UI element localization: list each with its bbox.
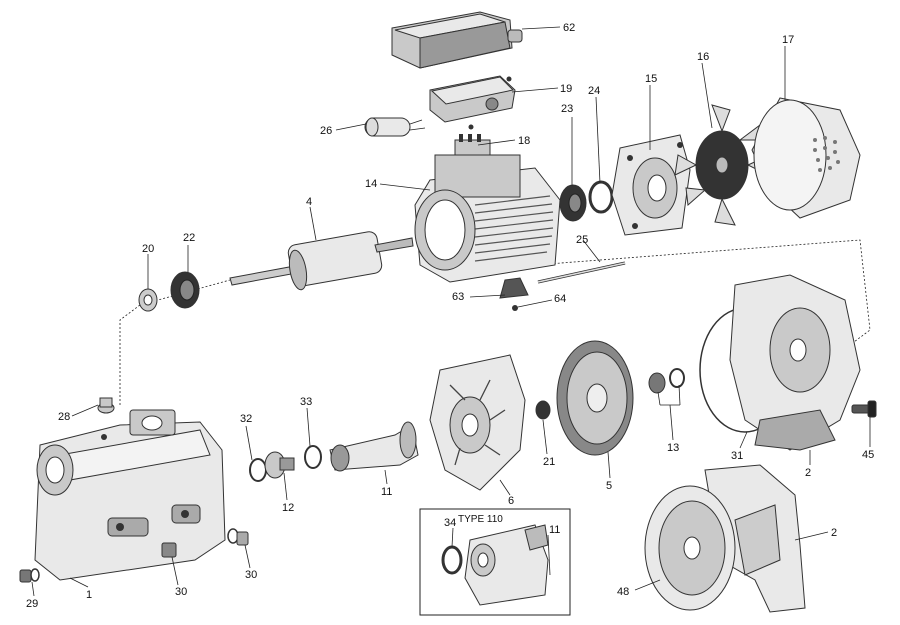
part-25-tie-rod: [537, 261, 626, 284]
part-18-terminal-block: [454, 134, 491, 157]
cooling-fins: [474, 195, 554, 262]
callout-33: 33: [300, 396, 312, 408]
callout-13: 13: [667, 442, 679, 454]
callout-1: 1: [86, 589, 92, 601]
part-28-plug: [97, 397, 115, 414]
callout-48: 48: [617, 586, 629, 598]
callout-2-lower: 2: [831, 527, 837, 539]
callout-34: 34: [444, 517, 456, 529]
callout-2-upper: 2: [805, 467, 811, 479]
part-20-ring: [138, 288, 158, 312]
callout-63: 63: [452, 291, 464, 303]
part-16-fan: [674, 104, 771, 226]
callout-24: 24: [588, 85, 600, 97]
part-19-terminal-box: [429, 75, 516, 130]
callout-labels: 62 19 26 18 14 23 24 15 16 17 4 20 22 25…: [26, 22, 874, 610]
callout-18: 18: [518, 135, 530, 147]
callout-20: 20: [142, 243, 154, 255]
part-2-pump-bracket-lower: [644, 464, 806, 613]
part-14-motor-housing: [414, 154, 561, 299]
part-2-pump-bracket-upper: [699, 274, 861, 451]
part-30-drain-plug-a: [161, 542, 177, 558]
callout-19: 19: [560, 83, 572, 95]
callout-26: 26: [320, 125, 332, 137]
part-32-ring: [249, 458, 267, 482]
inset-label: TYPE 110: [458, 514, 503, 525]
callout-28: 28: [58, 411, 70, 423]
part-24-ring: [588, 180, 614, 214]
part-23-bearing: [559, 184, 587, 222]
callout-5: 5: [606, 480, 612, 492]
part-13-mechanical-seal: [648, 368, 685, 394]
part-64-screw: [512, 305, 518, 311]
assembly-path-line: [119, 239, 871, 405]
callout-21: 21: [543, 456, 555, 468]
part-15-end-shield: [611, 134, 691, 236]
callout-64: 64: [554, 293, 566, 305]
leader-lines: [31, 26, 871, 597]
callout-31: 31: [731, 450, 743, 462]
part-21-nut: [535, 400, 551, 420]
part-1-pump-casing: [34, 409, 226, 581]
part-17-fan-cover: [751, 97, 861, 219]
callout-15: 15: [645, 73, 657, 85]
part-33-o-ring: [304, 445, 322, 469]
callout-11-inset: 11: [549, 524, 560, 536]
callout-12: 12: [282, 502, 294, 514]
callout-62: 62: [563, 22, 575, 34]
callout-30-a: 30: [175, 586, 187, 598]
callout-32: 32: [240, 413, 252, 425]
callout-16: 16: [697, 51, 709, 63]
part-5-impeller: [556, 340, 634, 456]
callout-30-b: 30: [245, 569, 257, 581]
part-22-bearing: [170, 271, 200, 309]
part-4-rotor-shaft: [229, 231, 414, 291]
part-45-bolt: [851, 400, 877, 418]
callout-17: 17: [782, 34, 794, 46]
part-26-capacitor: [364, 117, 426, 137]
part-30-drain-plug-b: [227, 528, 249, 546]
callout-22: 22: [183, 232, 195, 244]
callout-25: 25: [576, 234, 588, 246]
part-11-ejector: [329, 421, 419, 472]
callout-45: 45: [862, 449, 874, 461]
part-12-nozzle: [264, 451, 295, 479]
part-6-diffuser: [429, 354, 526, 491]
part-29-plug: [19, 568, 40, 583]
inset-type-110: [419, 508, 571, 616]
part-62-terminal-cover: [391, 11, 523, 69]
callout-14: 14: [365, 178, 377, 190]
callout-23: 23: [561, 103, 573, 115]
callout-11: 11: [381, 486, 392, 498]
callout-29: 29: [26, 598, 38, 610]
callout-6: 6: [508, 495, 514, 507]
callout-4: 4: [306, 196, 312, 208]
